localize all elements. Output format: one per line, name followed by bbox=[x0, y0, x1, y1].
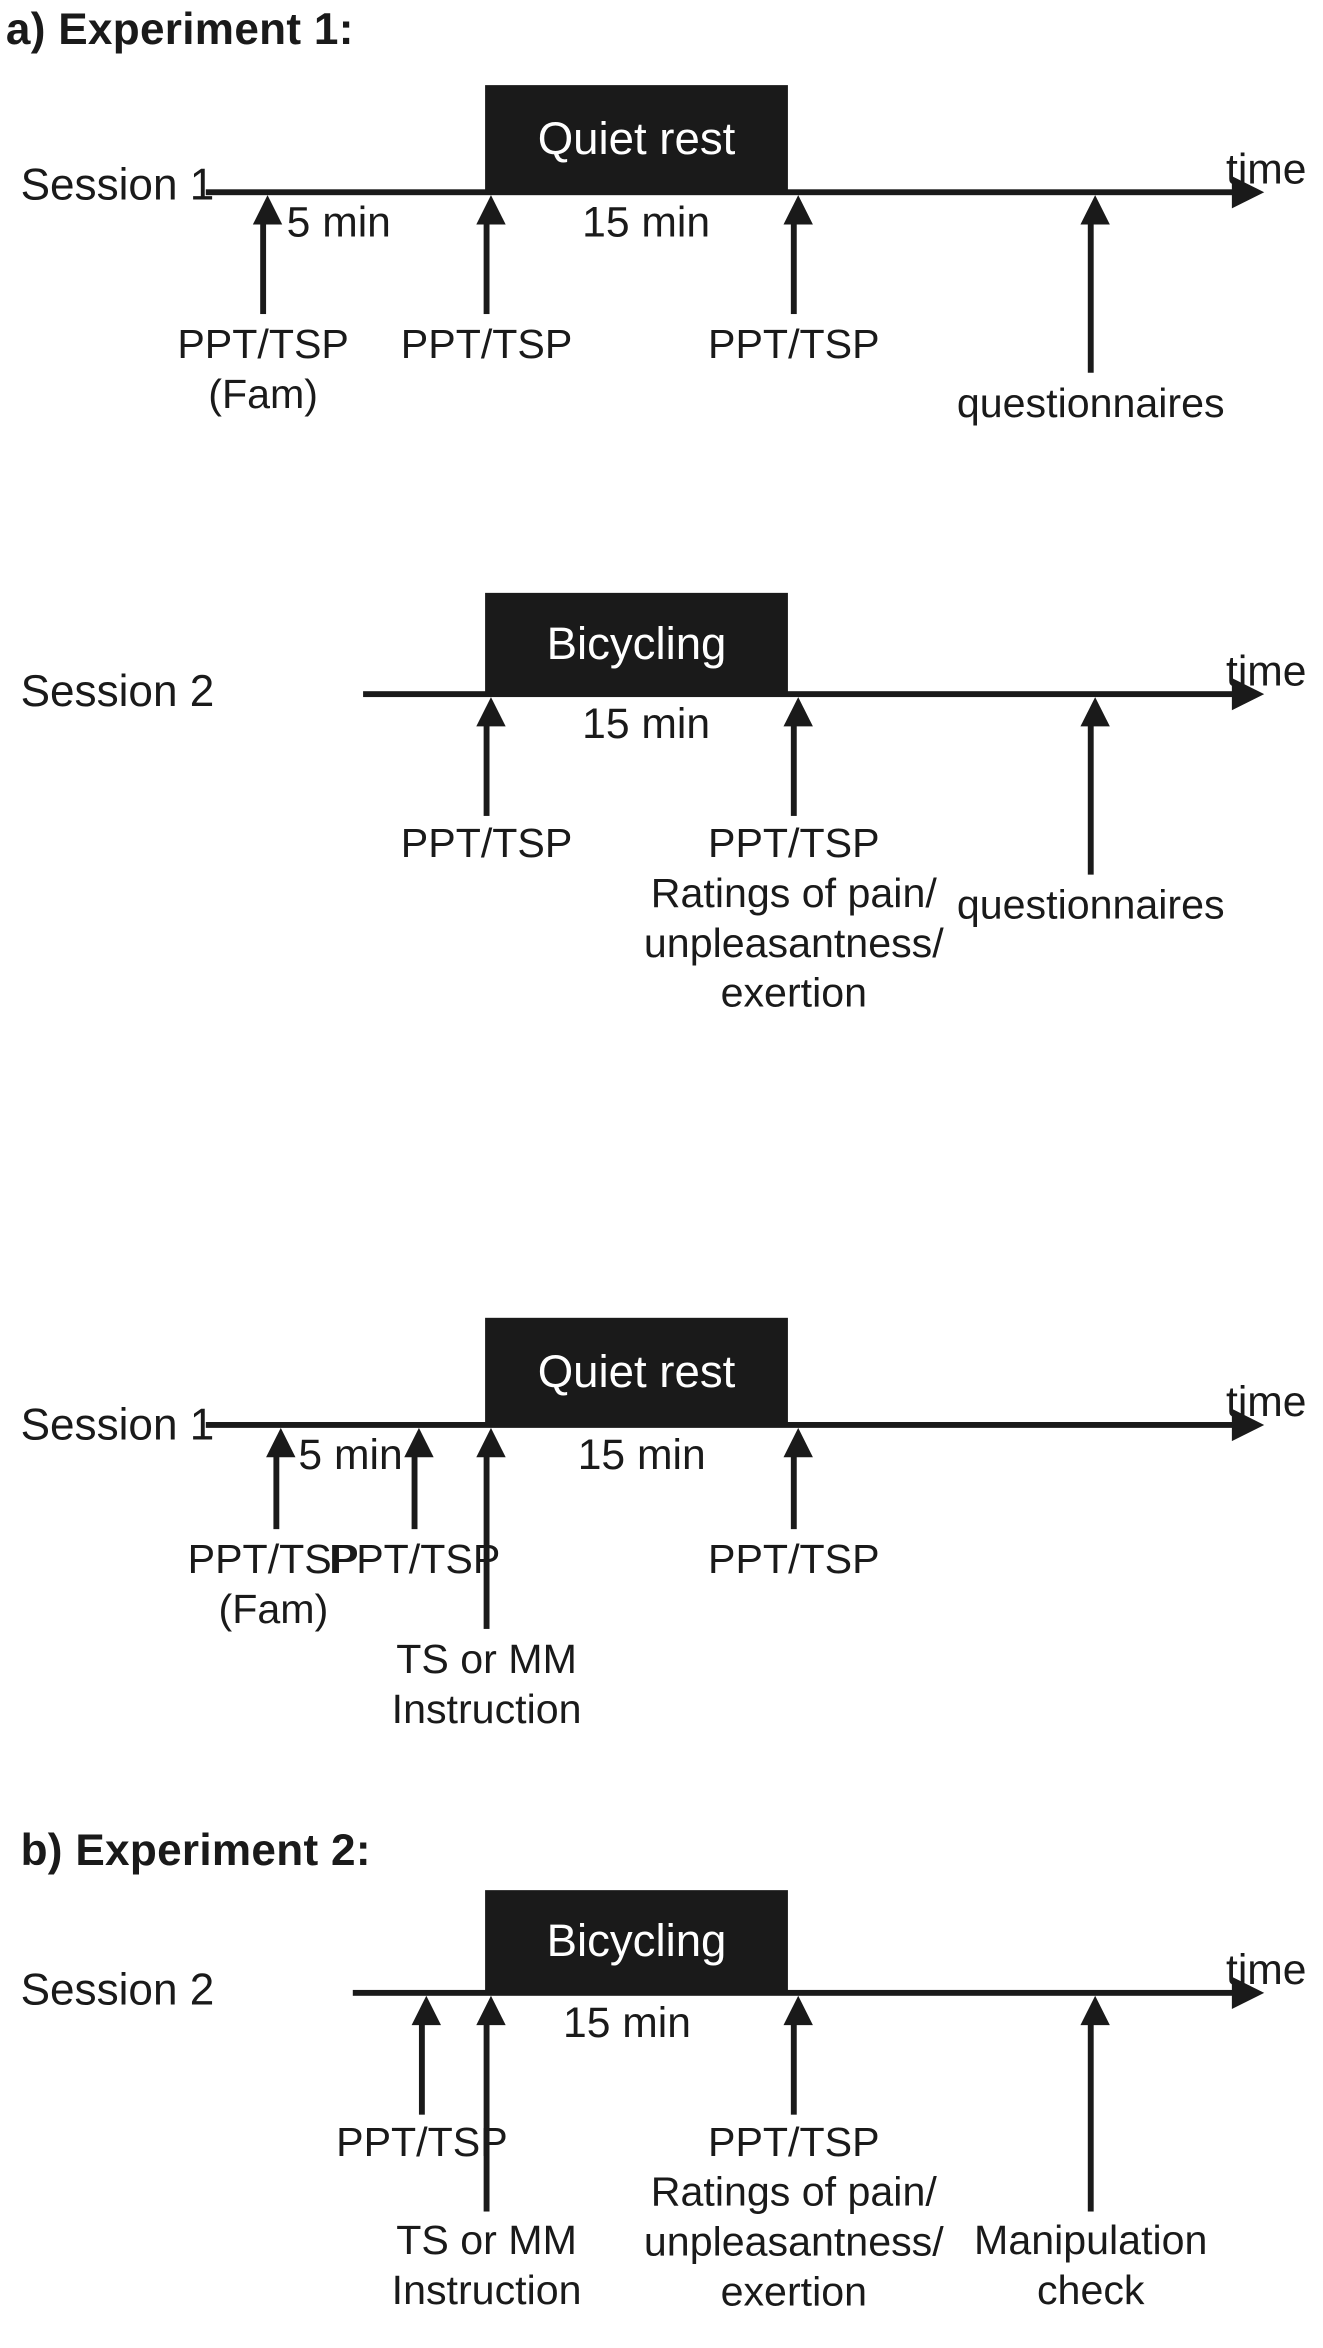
exp2-session2-block: Bicycling bbox=[485, 1890, 788, 1992]
exp2-session1-event-4-arrowhead bbox=[783, 1427, 813, 1458]
exp1-session2-duration-1: 15 min bbox=[582, 701, 711, 749]
exp2-session2-axis-arrowhead bbox=[1231, 1976, 1265, 2010]
exp2-session2-event-4-stem bbox=[1087, 2023, 1094, 2212]
exp2-session2-event-3-label: PPT/TSP Ratings of pain/ unpleasantness/… bbox=[643, 2119, 944, 2315]
exp2-session2-event-2-arrowhead bbox=[476, 1995, 506, 2026]
exp1-session2-event-2-arrowhead bbox=[783, 697, 813, 727]
exp2-session2-event-3-stem bbox=[790, 2023, 797, 2115]
exp2-session2-event-4-arrowhead bbox=[1080, 1995, 1110, 2026]
exp1-session2-event-2-stem bbox=[790, 724, 797, 816]
exp2-session2-event-4-label: Manipulation check bbox=[974, 2217, 1208, 2314]
exp1-session1-axis bbox=[205, 189, 1235, 196]
exp2-session2-axis bbox=[352, 1989, 1235, 1996]
exp1-session1-time-label: time bbox=[1225, 146, 1307, 194]
exp1-session1-event-1-arrowhead bbox=[252, 195, 283, 225]
exp2-session1-event-1-stem bbox=[273, 1455, 280, 1530]
exp1-session1-axis-arrowhead bbox=[1231, 176, 1265, 209]
exp1-session1-event-4-stem bbox=[1087, 223, 1094, 373]
exp1-session1-event-3-label: PPT/TSP bbox=[708, 321, 880, 367]
exp2-session2-event-3-arrowhead bbox=[783, 1995, 813, 2026]
exp2-session1-event-2-label: PPT/TSP bbox=[328, 1536, 501, 1582]
exp1-session2-axis bbox=[363, 691, 1235, 698]
exp2-session1-event-1-arrowhead bbox=[266, 1427, 296, 1458]
exp2-session1-event-4-stem bbox=[790, 1455, 797, 1530]
exp2-session1-event-1-label: PPT/TSP (Fam) bbox=[187, 1536, 360, 1633]
exp1-session1-event-1-label: PPT/TSP (Fam) bbox=[177, 321, 349, 417]
exp2-session1-duration-2: 15 min bbox=[577, 1432, 706, 1480]
exp1-session2-event-2-label: PPT/TSP Ratings of pain/ unpleasantness/… bbox=[643, 820, 944, 1017]
exp1-session1-event-4-label: questionnaires bbox=[956, 380, 1225, 426]
exp2-session1-event-2-arrowhead bbox=[404, 1427, 434, 1458]
exp1-session1-event-2-label: PPT/TSP bbox=[400, 321, 573, 367]
exp1-session1-label: Session 1 bbox=[20, 161, 215, 210]
exp2-session1-block-label: Quiet rest bbox=[537, 1344, 736, 1397]
exp1-session1-event-2-arrowhead bbox=[476, 195, 506, 225]
exp2-session2-event-1-arrowhead bbox=[411, 1995, 441, 2026]
exp1-session2-event-3-arrowhead bbox=[1080, 697, 1110, 727]
exp2-session2-time-label: time bbox=[1225, 1947, 1307, 1995]
exp1-session1-event-3-arrowhead bbox=[783, 195, 813, 225]
exp1-session1-event-3-stem bbox=[790, 223, 797, 315]
exp2-session2-event-1-stem bbox=[418, 2023, 425, 2115]
exp1-session2-event-3-stem bbox=[1087, 724, 1094, 875]
exp1-session1-event-1-stem bbox=[260, 223, 267, 315]
exp2-session1-event-3-label: TS or MM Instruction bbox=[391, 1636, 582, 1732]
panel-a-title: a) Experiment 1: bbox=[5, 5, 354, 55]
exp2-session2-event-2-stem bbox=[483, 2023, 490, 2212]
exp2-session2-duration-1: 15 min bbox=[563, 2000, 691, 2048]
exp1-session1-block-label: Quiet rest bbox=[537, 112, 736, 164]
exp1-session1-event-2-stem bbox=[483, 223, 490, 315]
exp2-session1-time-label: time bbox=[1225, 1379, 1307, 1427]
exp1-session1-duration-1: 5 min bbox=[286, 199, 391, 247]
panel-b-title: b) Experiment 2: bbox=[20, 1827, 371, 1876]
exp1-session2-event-1-stem bbox=[483, 724, 490, 816]
exp2-session1-duration-1: 5 min bbox=[298, 1432, 403, 1480]
exp2-session2-event-2-label: TS or MM Instruction bbox=[391, 2217, 582, 2314]
exp2-session1-block: Quiet rest bbox=[485, 1317, 788, 1425]
exp2-session2-event-1-label: PPT/TSP bbox=[336, 2119, 508, 2165]
exp2-session1-event-2-stem bbox=[411, 1455, 418, 1530]
exp2-session1-label: Session 1 bbox=[20, 1401, 215, 1450]
exp1-session2-axis-arrowhead bbox=[1231, 677, 1265, 711]
exp1-session2-block-label: Bicycling bbox=[546, 617, 727, 669]
exp1-session2-time-label: time bbox=[1225, 648, 1307, 696]
exp1-session2-block: Bicycling bbox=[485, 592, 788, 695]
exp2-session2-block-label: Bicycling bbox=[546, 1914, 727, 1966]
exp1-session2-event-3-label: questionnaires bbox=[956, 881, 1225, 928]
exp2-session2-label: Session 2 bbox=[20, 1966, 215, 2015]
exp1-session1-duration-2: 15 min bbox=[582, 199, 711, 247]
exp1-session1-block: Quiet rest bbox=[485, 85, 788, 193]
exp2-session1-event-3-stem bbox=[483, 1455, 490, 1629]
exp2-session1-event-3-arrowhead bbox=[476, 1427, 506, 1458]
exp2-session1-axis bbox=[205, 1422, 1235, 1428]
exp1-session1-event-4-arrowhead bbox=[1080, 195, 1110, 225]
exp2-session1-axis-arrowhead bbox=[1231, 1408, 1265, 1442]
exp1-session2-event-1-label: PPT/TSP bbox=[400, 820, 573, 866]
exp2-session1-event-4-label: PPT/TSP bbox=[708, 1536, 880, 1582]
exp1-session2-event-1-arrowhead bbox=[476, 697, 506, 727]
exp1-session2-label: Session 2 bbox=[20, 667, 215, 717]
